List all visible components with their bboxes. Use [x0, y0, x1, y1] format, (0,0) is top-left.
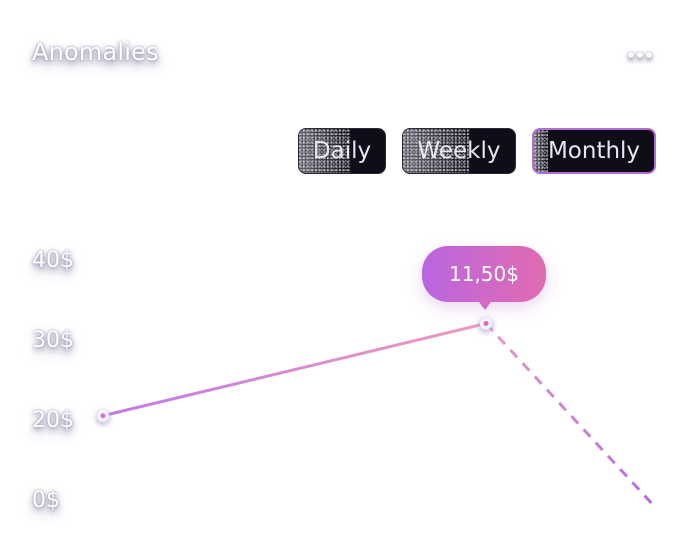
more-dot-1: [628, 52, 634, 58]
more-dot-2: [637, 52, 643, 58]
y-tick-label: 40$: [32, 248, 74, 273]
filter-weekly-label: Weekly: [417, 138, 501, 164]
data-point-core: [483, 321, 489, 326]
filter-monthly-label: Monthly: [547, 138, 641, 164]
series-dashed-segment: [484, 322, 658, 510]
y-tick-label: 20$: [32, 408, 74, 433]
series-line-segment: [101, 322, 488, 418]
data-point-core: [100, 413, 106, 419]
y-tick-label: 0$: [32, 488, 60, 513]
more-dot-3: [646, 52, 652, 58]
page-title: Anomalies: [32, 38, 159, 66]
more-options-icon[interactable]: [624, 48, 656, 62]
tooltip-tail: [476, 298, 494, 310]
value-tooltip: 11,50$: [422, 246, 546, 302]
filter-daily-label: Daily: [312, 138, 372, 164]
y-tick-label: 30$: [32, 328, 74, 353]
